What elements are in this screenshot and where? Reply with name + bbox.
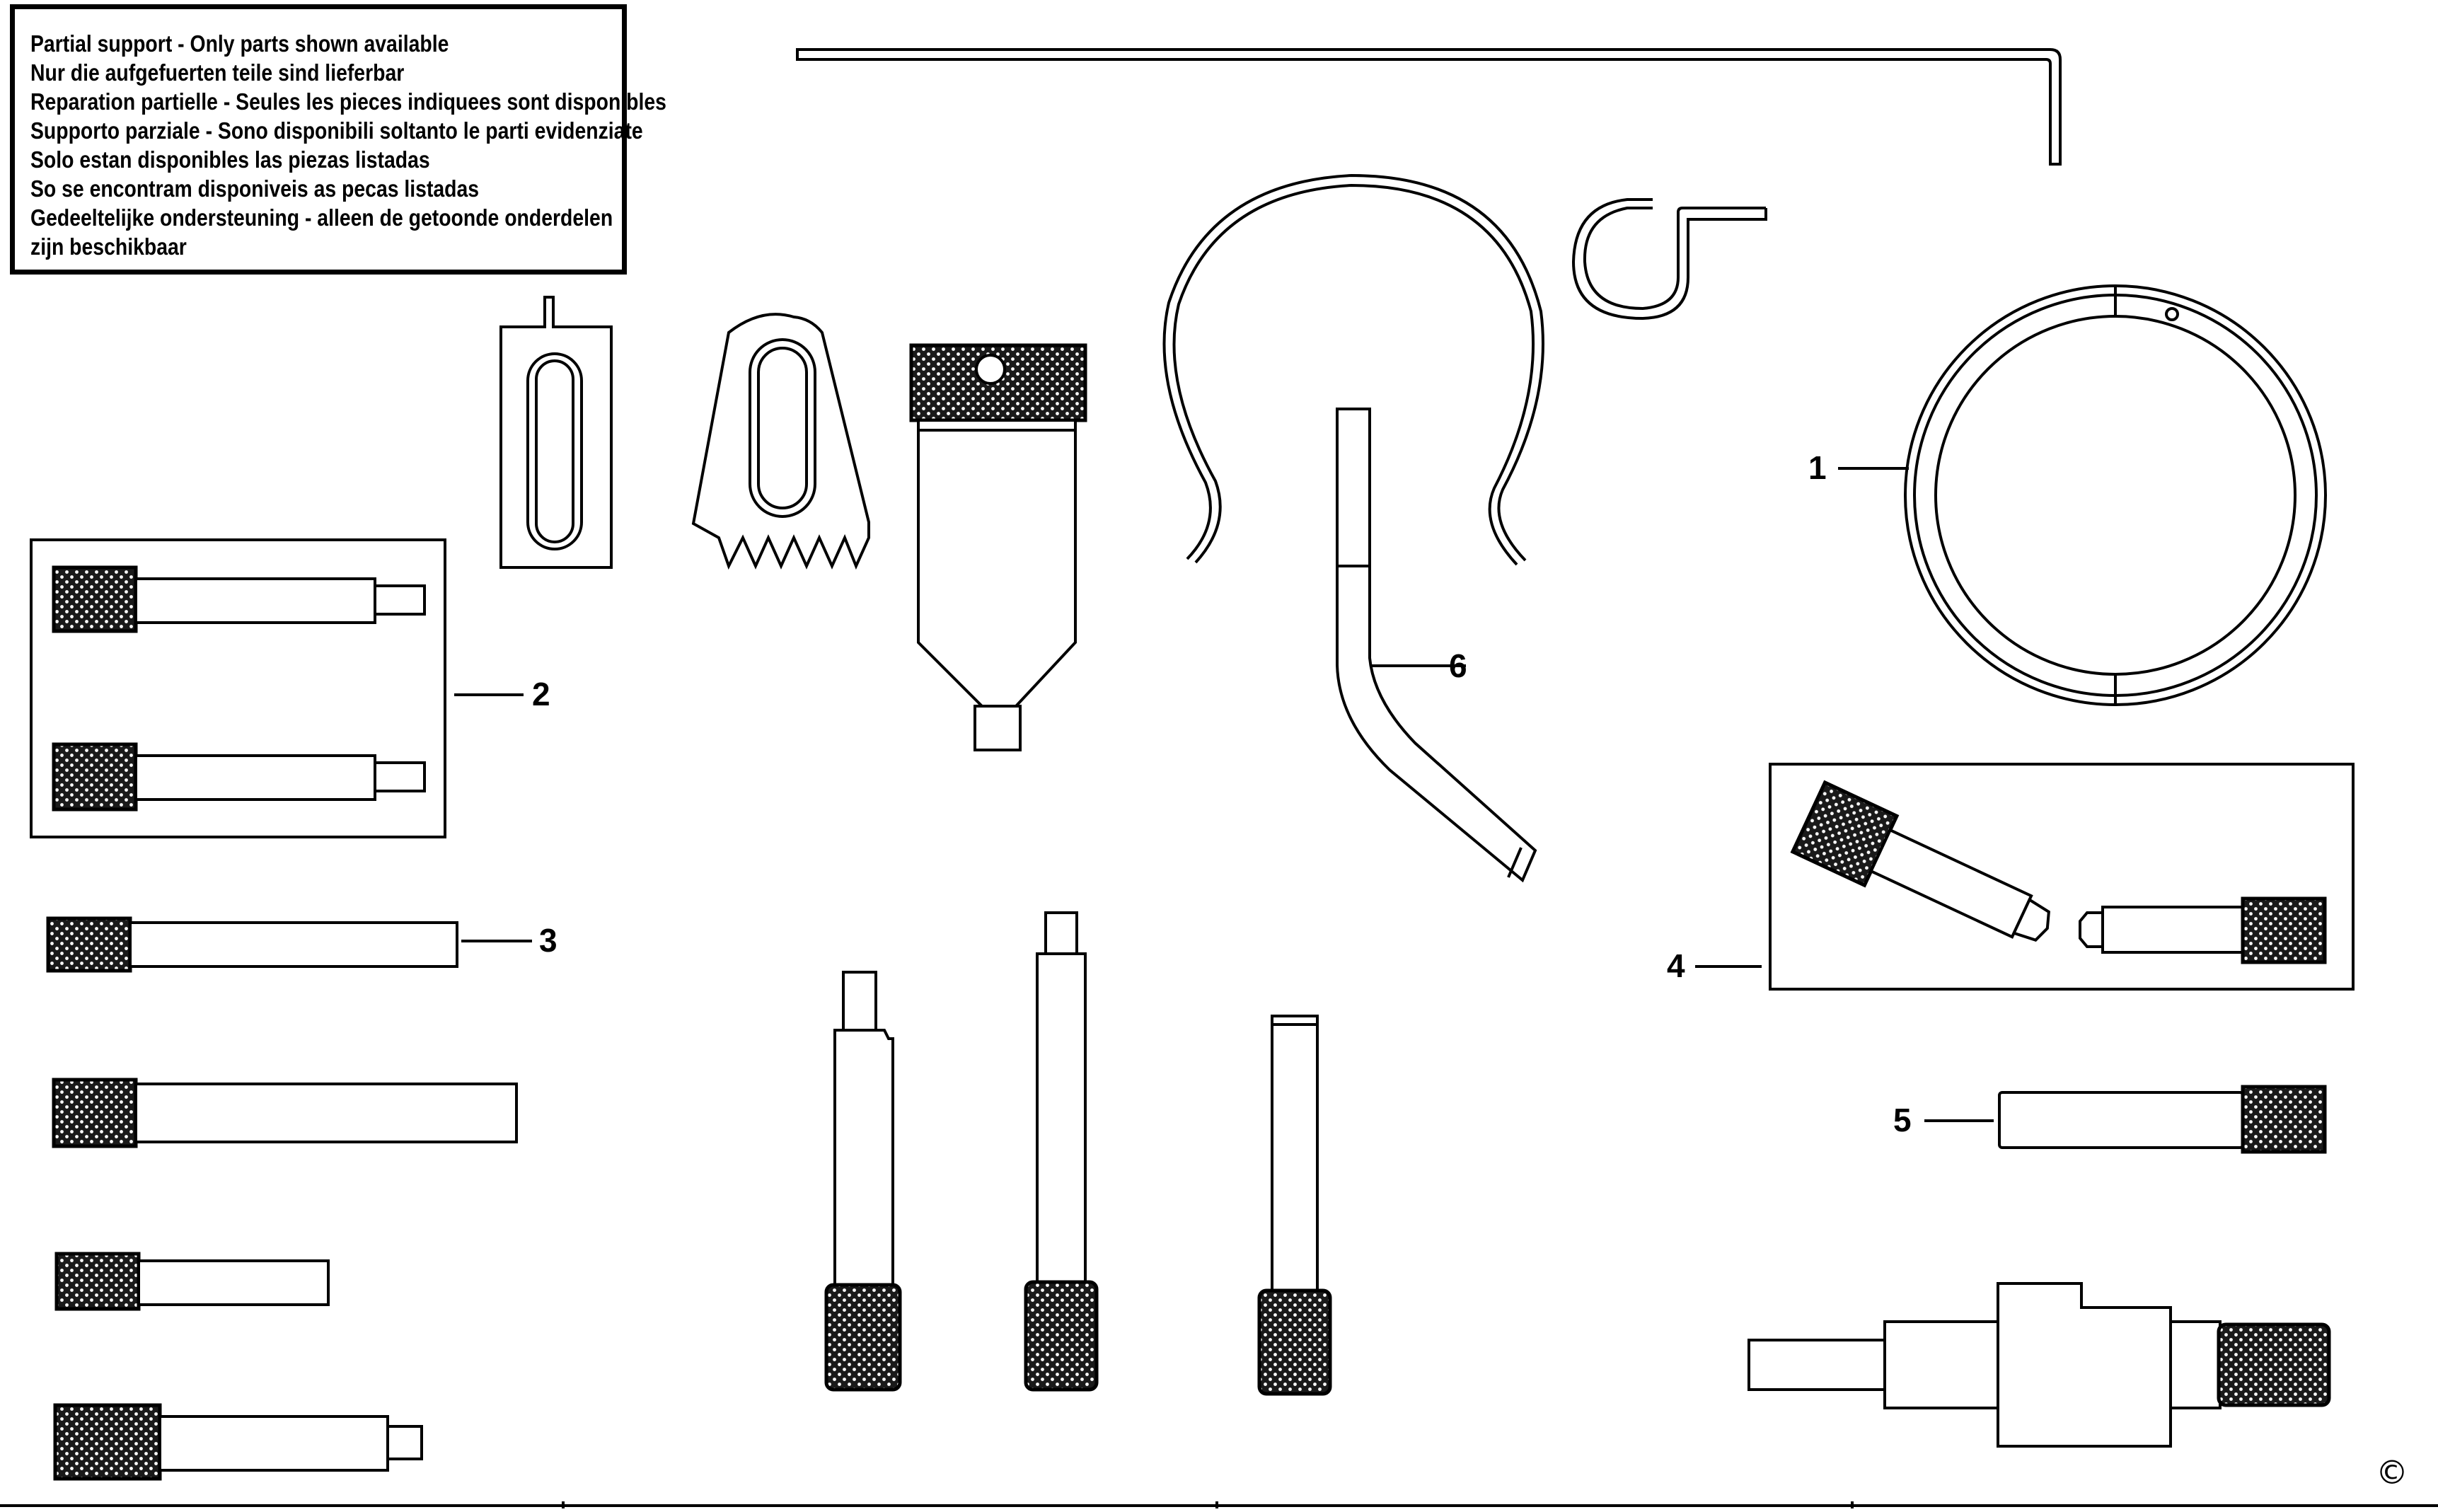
bent-pin-part-6 xyxy=(1336,408,1537,883)
vertical-pin-b xyxy=(1024,911,1099,1392)
toothed-plate xyxy=(691,313,870,570)
pin-pair-part-4 xyxy=(1695,763,2355,991)
notice-line: Partial support - Only parts shown avail… xyxy=(30,30,449,57)
copyright-mark: © xyxy=(2376,1453,2408,1491)
notice-line: Supporto parziale - Sono disponibili sol… xyxy=(30,117,643,144)
c-clip xyxy=(1162,173,1544,566)
availability-notice: Partial support - Only parts shown avail… xyxy=(10,4,666,275)
long-pin xyxy=(52,1078,518,1148)
callout-2: 2 xyxy=(532,676,550,712)
crank-tool xyxy=(1747,1282,2331,1448)
l-rod xyxy=(796,48,2062,166)
pin-part-5 xyxy=(1924,1085,2327,1154)
callout-6: 6 xyxy=(1449,647,1467,684)
notice-line: Reparation partielle - Seules les pieces… xyxy=(30,88,666,115)
notice-line: Nur die aufgefuerten teile sind lieferba… xyxy=(30,59,405,86)
stepped-pin xyxy=(53,1403,423,1481)
notice-line: Gedeeltelijke ondersteuning - alleen de … xyxy=(30,204,613,231)
callout-4: 4 xyxy=(1667,947,1685,984)
notice-line: zijn beschikbaar xyxy=(30,233,187,260)
slotted-plate xyxy=(499,296,613,569)
bottom-border xyxy=(0,1501,2438,1508)
spring-clip xyxy=(1571,198,1767,321)
pin-part-3 xyxy=(46,916,532,973)
vertical-pin-c xyxy=(1257,1015,1332,1396)
vertical-pin-a xyxy=(824,971,902,1392)
callout-1: 1 xyxy=(1808,449,1827,486)
callout-5: 5 xyxy=(1893,1102,1912,1138)
notice-line: So se encontram disponiveis as pecas lis… xyxy=(30,175,480,202)
pin-set-part-2 xyxy=(30,538,524,838)
callout-3: 3 xyxy=(539,922,557,959)
locking-sleeve xyxy=(909,343,1087,751)
ring-part-1 xyxy=(1838,284,2327,706)
short-pin xyxy=(54,1252,330,1311)
notice-line: Solo estan disponibles las piezas listad… xyxy=(30,146,430,173)
